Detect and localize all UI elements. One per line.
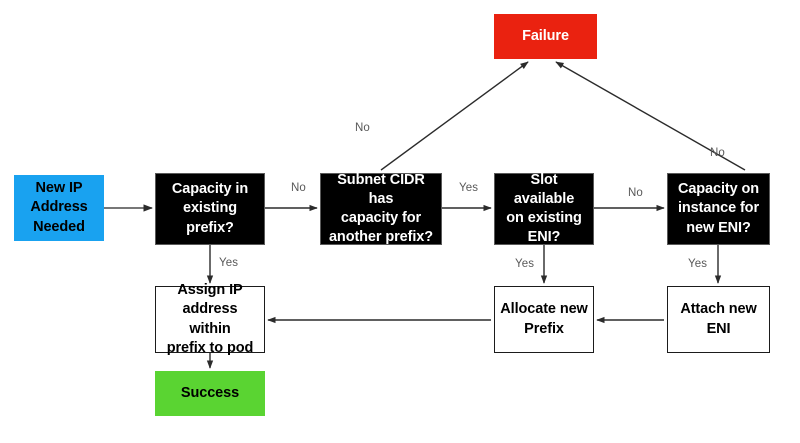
node-capacity-on-instance-for-new-eni[interactable]: Capacity on instance for new ENI?	[667, 173, 770, 245]
edge-label-slot-yes: Yes	[515, 258, 535, 270]
node-new-ip-address-needed[interactable]: New IP Address Needed	[14, 175, 104, 241]
node-success[interactable]: Success	[155, 371, 265, 416]
edge-label-subnet-yes: Yes	[459, 182, 479, 194]
edge-label-capacity-yes: Yes	[219, 257, 239, 269]
edge-subnet-no-to-failure	[380, 61, 529, 171]
node-attach-new-eni[interactable]: Attach new ENI	[667, 286, 770, 353]
node-subnet-cidr-has-capacity[interactable]: Subnet CIDR has capacity for another pre…	[320, 172, 442, 245]
node-failure[interactable]: Failure	[494, 14, 597, 59]
edge-label-instance-no: No	[710, 147, 725, 159]
node-assign-ip-address-within-prefix-to-pod[interactable]: Assign IP address within prefix to pod	[155, 282, 265, 356]
node-allocate-new-prefix[interactable]: Allocate new Prefix	[494, 286, 594, 353]
edge-label-capacity-no: No	[291, 182, 306, 194]
edge-label-instance-yes: Yes	[688, 258, 708, 270]
node-capacity-in-existing-prefix[interactable]: Capacity in existing prefix?	[155, 173, 265, 245]
edge-label-slot-no: No	[628, 187, 643, 199]
edge-label-subnet-no: No	[355, 122, 370, 134]
node-slot-available-on-existing-eni[interactable]: Slot available on existing ENI?	[494, 172, 594, 245]
